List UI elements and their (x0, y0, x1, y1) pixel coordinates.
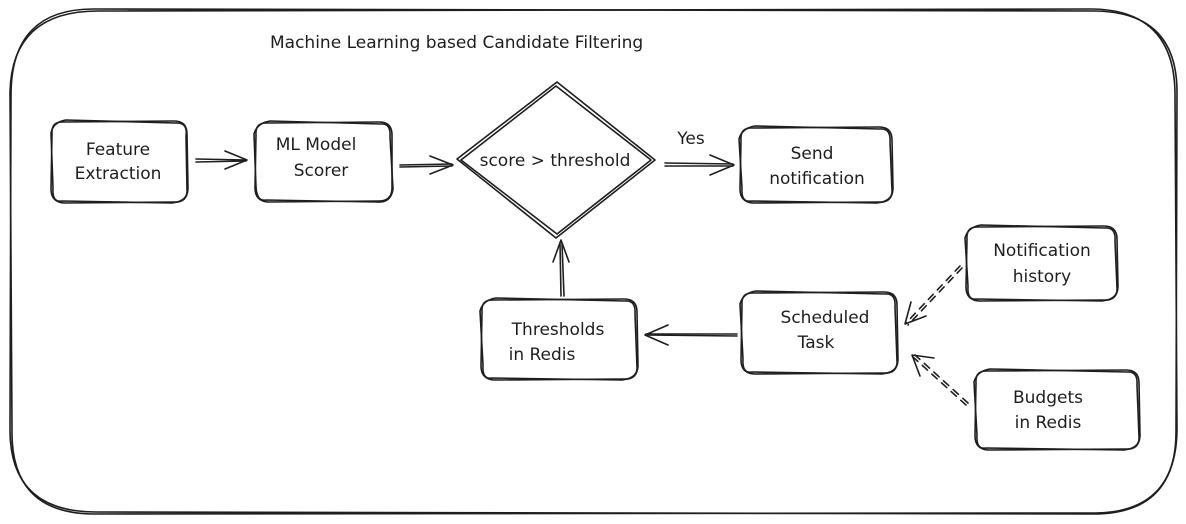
arrow-decision-to-send (664, 154, 735, 176)
arrow-scheduled-to-thresholds (644, 324, 738, 346)
budgets-label-line1: Budgets (1013, 388, 1083, 408)
arrow-feature-to-scorer (195, 150, 248, 170)
notification-history-label-line1: Notification (993, 241, 1091, 261)
arrow-thresholds-to-decision (552, 239, 570, 297)
scheduled-task-label-line2: Task (797, 333, 835, 353)
thresholds-label-line1: Thresholds (511, 320, 605, 340)
send-notification-node[interactable]: Send notification (738, 125, 894, 204)
feature-extraction-label-line1: Feature (86, 140, 150, 160)
arrow-scorer-to-decision (399, 155, 454, 175)
arrow-budgets-to-scheduled (911, 354, 969, 406)
yes-edge-label: Yes (676, 129, 705, 149)
feature-extraction-node[interactable]: Feature Extraction (50, 119, 189, 204)
decision-diamond[interactable]: score > threshold (456, 81, 656, 239)
thresholds-in-redis-node[interactable]: Thresholds in Redis (479, 297, 639, 381)
ml-model-scorer-label-line1: ML Model (276, 135, 357, 155)
scheduled-task-node[interactable]: Scheduled Task (739, 290, 899, 375)
send-notification-label-line1: Send (791, 144, 834, 164)
thresholds-label-line2: in Redis (509, 345, 576, 365)
budgets-label-line2: in Redis (1015, 413, 1082, 433)
notification-history-node[interactable]: Notification history (964, 224, 1119, 302)
scheduled-task-label-line1: Scheduled (781, 308, 870, 328)
send-notification-label-line2: notification (769, 169, 865, 189)
notification-history-label-line2: history (1013, 267, 1071, 287)
arrow-history-to-scheduled (904, 265, 963, 326)
decision-label: score > threshold (480, 151, 631, 171)
outer-container (9, 8, 1178, 515)
budgets-in-redis-node[interactable]: Budgets in Redis (973, 368, 1141, 451)
diagram-title: Machine Learning based Candidate Filteri… (270, 33, 643, 53)
ml-model-scorer-node[interactable]: ML Model Scorer (253, 120, 394, 203)
feature-extraction-label-line2: Extraction (75, 164, 162, 184)
ml-model-scorer-label-line2: Scorer (294, 161, 349, 181)
